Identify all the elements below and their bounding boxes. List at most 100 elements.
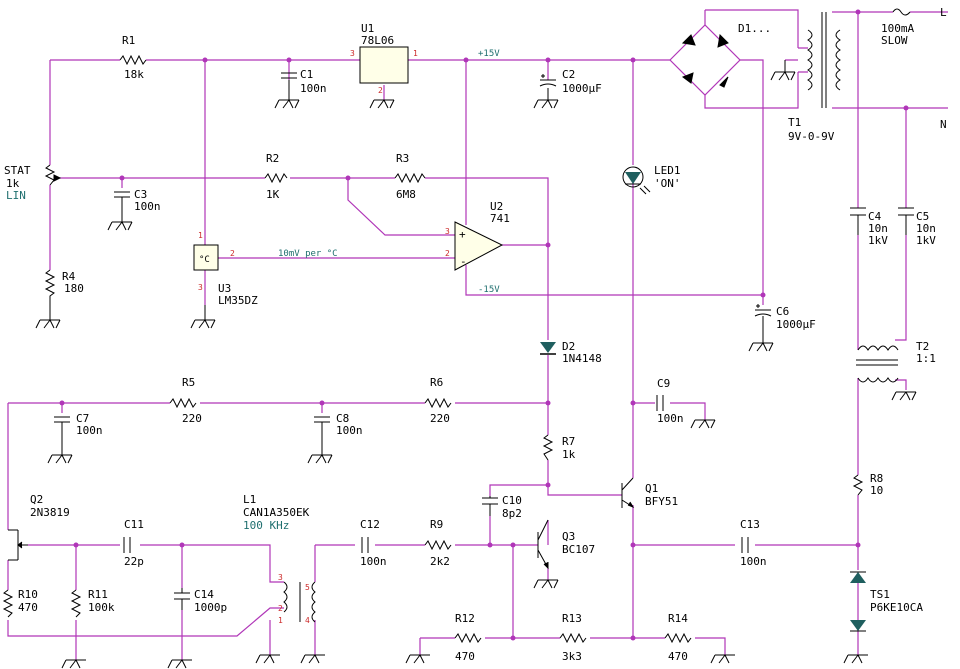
C4-rating: 1kV [868, 234, 888, 247]
R2-value: 1K [266, 188, 280, 201]
U1-body [359, 46, 409, 84]
T1-value: 9V-0-9V [788, 130, 835, 143]
R10-body [2, 589, 14, 618]
L1-pin-3: 3 [278, 573, 283, 582]
L1-pin-5: 5 [305, 583, 310, 592]
capacitor-plates [54, 72, 914, 610]
fuse-type: SLOW [881, 34, 908, 47]
STAT-ref: STAT [4, 164, 31, 177]
C12-value: 100n [360, 555, 387, 568]
Q1-value: BFY51 [645, 495, 678, 508]
R7-ref: R7 [562, 435, 575, 448]
junction-dots [59, 9, 909, 641]
D1-bridge-diodes [681, 33, 729, 88]
C3-plates [114, 191, 130, 210]
C14-value: 1000p [194, 601, 227, 614]
C8-value: 100n [336, 424, 363, 437]
U3-ref: U3 [218, 282, 231, 295]
R1-value: 18k [124, 68, 144, 81]
C5-value: 10n [916, 222, 936, 235]
R3-value: 6M8 [396, 188, 416, 201]
R3-ref: R3 [396, 152, 409, 165]
C1-value: 100n [300, 82, 327, 95]
C11-plates [123, 537, 131, 553]
R2-ref: R2 [266, 152, 279, 165]
R4-value: 180 [64, 282, 84, 295]
D2-symbol [540, 342, 556, 355]
fuse-value: 100mA [881, 22, 914, 35]
U1-pin-out: 1 [413, 49, 418, 58]
T2-value: 1:1 [916, 352, 936, 365]
U2-ref: U2 [490, 200, 503, 213]
C9-ref: C9 [657, 377, 670, 390]
STAT-value: 1k [6, 177, 20, 190]
R9-body [424, 539, 452, 551]
U2-pin3: 3 [445, 227, 450, 236]
C5-plates [898, 207, 914, 235]
R8-ref: R8 [870, 472, 883, 485]
R12-body [454, 632, 482, 644]
R13-ref: R13 [562, 612, 582, 625]
C5-rating: 1kV [916, 234, 936, 247]
R9-ref: R9 [430, 518, 443, 531]
C4-plates [850, 207, 866, 235]
R7-value: 1k [562, 448, 576, 461]
R13-body [559, 632, 587, 644]
Q3-ref: Q3 [562, 530, 575, 543]
Q3-symbol [537, 519, 549, 570]
D2-ref: D2 [562, 340, 575, 353]
C7-value: 100n [76, 424, 103, 437]
U2-value: 741 [490, 212, 510, 225]
C4-ref: C4 [868, 210, 882, 223]
net-neutral: N [940, 118, 947, 131]
Q3-value: BC107 [562, 543, 595, 556]
R13-value: 3k3 [562, 650, 582, 663]
C10-value: 8p2 [502, 507, 522, 520]
resistor-bodies [2, 54, 864, 644]
C4-value: 10n [868, 222, 888, 235]
C2-ref: C2 [562, 68, 575, 81]
R11-value: 100k [88, 601, 115, 614]
C14-plates [174, 588, 190, 610]
L1-pin-4: 4 [305, 616, 310, 625]
STAT-taper: LIN [6, 189, 26, 202]
net-neg15: -15V [478, 285, 500, 295]
T2-windings [856, 345, 899, 383]
R4-body [44, 269, 56, 300]
C2-plates [539, 74, 557, 87]
R8-value: 10 [870, 484, 883, 497]
Q2-ref: Q2 [30, 493, 43, 506]
STAT-pot-body [44, 164, 62, 186]
U2-body [454, 221, 504, 271]
U3-pin3: 3 [198, 283, 203, 292]
R4-ref: R4 [62, 270, 76, 283]
U3-body [193, 244, 219, 271]
T1-windings [807, 12, 841, 108]
C13-value: 100n [740, 555, 767, 568]
L1-ref: L1 [243, 493, 256, 506]
Q1-ref: Q1 [645, 482, 658, 495]
C13-ref: C13 [740, 518, 760, 531]
R5-body [169, 397, 197, 409]
net-sensor: 10mV per °C [278, 249, 338, 259]
Q2-symbol [8, 529, 28, 561]
C14-ref: C14 [194, 588, 214, 601]
R14-ref: R14 [668, 612, 688, 625]
LED1-symbol [622, 166, 651, 195]
R12-value: 470 [455, 650, 475, 663]
R9-value: 2k2 [430, 555, 450, 568]
R6-ref: R6 [430, 376, 443, 389]
C6-plates [754, 304, 772, 330]
U3-pin2: 2 [230, 249, 235, 258]
ground-symbols [35, 60, 917, 669]
D1-ref: D1... [738, 22, 771, 35]
R14-body [664, 632, 692, 644]
R6-body [424, 397, 452, 409]
electrolytic-capacitors [539, 74, 772, 330]
C7-ref: C7 [76, 412, 89, 425]
R1-ref: R1 [122, 34, 135, 47]
R12-ref: R12 [455, 612, 475, 625]
Q1-symbol [621, 477, 635, 509]
U2-pin2: 2 [445, 249, 450, 258]
